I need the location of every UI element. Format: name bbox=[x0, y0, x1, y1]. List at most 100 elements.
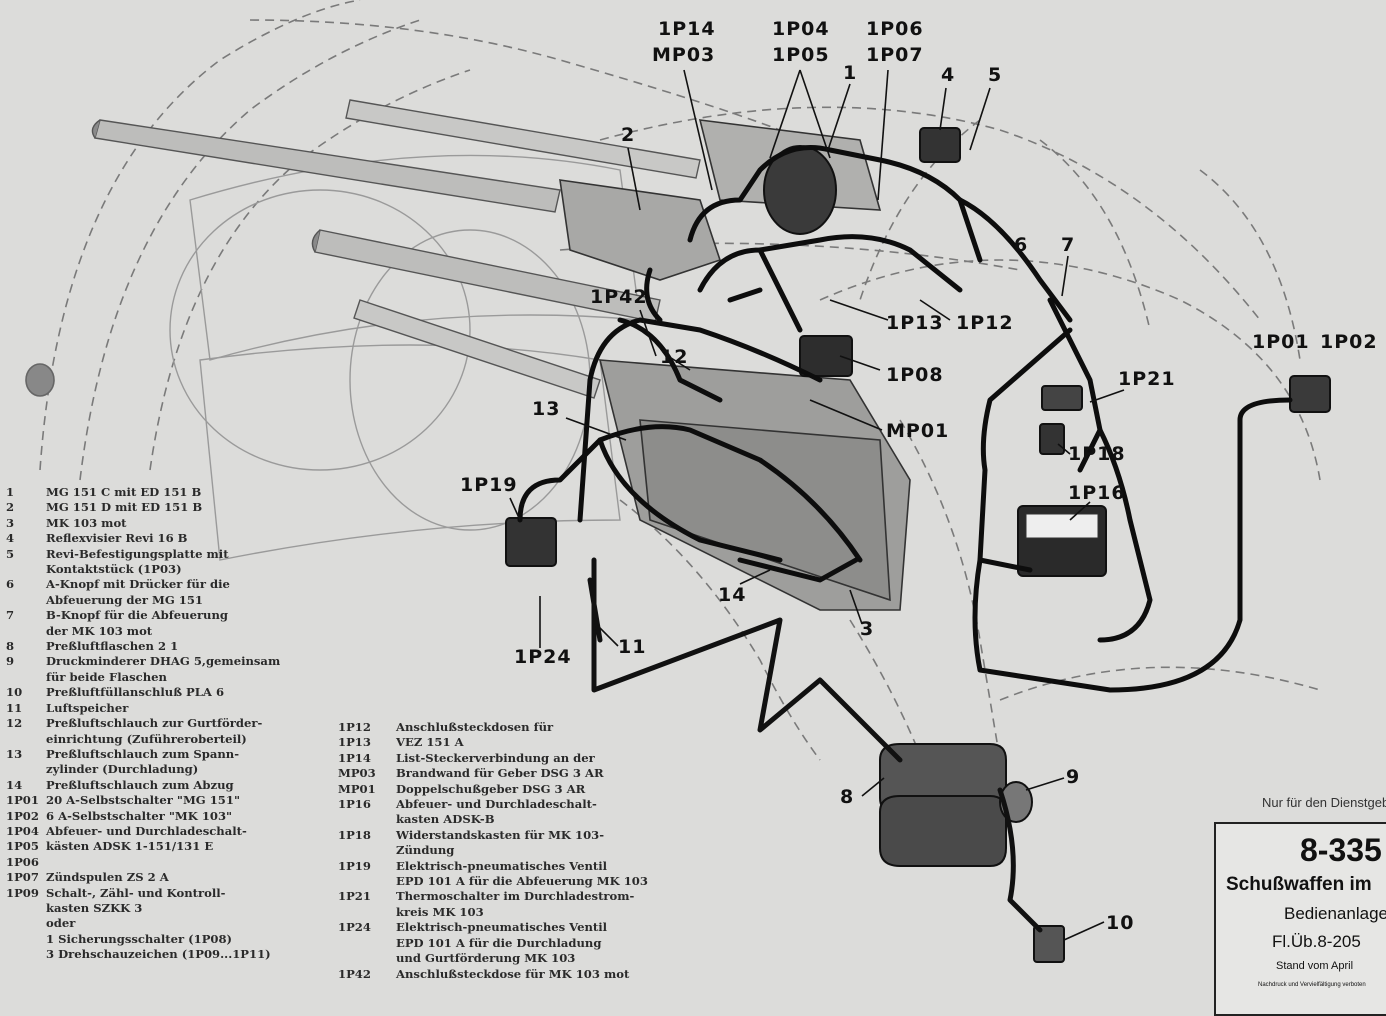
legend-number: 1P04 bbox=[6, 823, 39, 838]
callout-6: 6 bbox=[1014, 234, 1029, 256]
callout-1p05: 1P05 bbox=[772, 44, 830, 66]
legend-number: 6 bbox=[6, 577, 15, 592]
legend-number: 1P19 bbox=[338, 858, 371, 873]
legend-text: Abfeuer- und Durchladeschalt- bbox=[46, 823, 247, 838]
legend-row: Zündung bbox=[338, 843, 718, 858]
legend-row: kreis MK 103 bbox=[338, 905, 718, 920]
legend-text: Revi-Befestigungsplatte mit bbox=[46, 546, 229, 561]
callout-2: 2 bbox=[621, 124, 636, 146]
callout-1p08: 1P08 bbox=[886, 364, 944, 386]
legend-number: 7 bbox=[6, 608, 15, 623]
legend-text: Elektrisch-pneumatisches Ventil bbox=[396, 920, 608, 935]
legend-number bbox=[6, 762, 46, 777]
legend-text: MK 103 mot bbox=[46, 515, 127, 530]
legend-text: Abfeuerung der MG 151 bbox=[46, 592, 203, 607]
callout-1p06: 1P06 bbox=[866, 18, 924, 40]
legend-text: Luftspeicher bbox=[46, 700, 129, 715]
callout-mp01: MP01 bbox=[886, 420, 950, 442]
legend-number bbox=[338, 951, 396, 966]
legend-text: Widerstandskasten für MK 103- bbox=[396, 827, 605, 842]
legend-number: 9 bbox=[6, 654, 15, 669]
air-bottles bbox=[879, 743, 1033, 867]
legend-text: Anschlußsteckdosen für bbox=[396, 720, 554, 734]
legend-text: VEZ 151 A bbox=[396, 735, 464, 750]
legend-text: 6 A-Selbstschalter "MK 103" bbox=[46, 808, 233, 823]
legend-number: 5 bbox=[6, 546, 15, 561]
drawing-title: Schußwaffen im bbox=[1226, 874, 1372, 895]
wiring-harness bbox=[517, 145, 1293, 693]
callout-14: 14 bbox=[718, 584, 747, 606]
gun-bodies bbox=[25, 119, 911, 611]
legend-row: für beide Flaschen bbox=[6, 670, 326, 685]
legend-row: Kontaktstück (1P03) bbox=[6, 562, 326, 577]
legend-number: 1P24 bbox=[338, 920, 371, 935]
legend-text: Elektrisch-pneumatisches Ventil bbox=[396, 858, 608, 873]
legend-number: 10 bbox=[6, 685, 23, 700]
legend-row: und Gurtförderung MK 103 bbox=[338, 951, 718, 966]
legend-number bbox=[338, 812, 396, 827]
wiring-diagram bbox=[25, 0, 1331, 963]
legend-text: zylinder (Durchladung) bbox=[46, 762, 199, 777]
legend-number: 12 bbox=[6, 716, 23, 731]
legend-number: 1P14 bbox=[338, 750, 371, 765]
legend-text: kästen ADSK 1-151/131 E bbox=[46, 839, 214, 854]
legend-number bbox=[6, 732, 46, 747]
callout-1p21: 1P21 bbox=[1118, 368, 1176, 390]
leader-lines bbox=[509, 69, 1125, 941]
legend-text: MG 151 C mit ED 151 B bbox=[46, 485, 202, 499]
legend-text: Reflexvisier Revi 16 B bbox=[46, 531, 188, 546]
legend-row: Abfeuerung der MG 151 bbox=[6, 593, 326, 608]
legend-number: MP01 bbox=[338, 781, 376, 796]
legend-text: kasten SZKK 3 bbox=[46, 900, 143, 915]
callout-1p42: 1P42 bbox=[590, 286, 648, 308]
legend-number: 14 bbox=[6, 777, 23, 792]
revision-date: Stand vom April bbox=[1276, 960, 1354, 972]
callout-9: 9 bbox=[1066, 766, 1081, 788]
legend-number: 13 bbox=[6, 746, 23, 761]
legend-row: EPD 101 A für die Durchladung bbox=[338, 936, 718, 951]
legend-number: 3 bbox=[6, 515, 15, 530]
drawing-number: 8-335 bbox=[1300, 832, 1382, 868]
legend-text: 20 A-Selbstschalter "MG 151" bbox=[46, 793, 240, 808]
legend-text: Preßluftschlauch zum Abzug bbox=[46, 777, 234, 792]
legend-number: 1P13 bbox=[338, 735, 371, 750]
callout-1: 1 bbox=[843, 62, 858, 84]
fine-print: Nachdruck und Vervielfältigung verboten bbox=[1258, 982, 1366, 988]
legend-number bbox=[6, 670, 46, 685]
legend-text: A-Knopf mit Drücker für die bbox=[46, 577, 230, 592]
legend-number bbox=[6, 901, 46, 916]
legend-number: 1P16 bbox=[338, 797, 371, 812]
legend-text: Zündung bbox=[396, 843, 455, 858]
callout-11: 11 bbox=[618, 636, 647, 658]
legend-text: EPD 101 A für die Abfeuerung MK 103 bbox=[396, 874, 648, 889]
legend-text: oder bbox=[46, 916, 76, 931]
callout-8: 8 bbox=[840, 786, 855, 808]
callout-3: 3 bbox=[860, 618, 875, 640]
callout-1p19: 1P19 bbox=[460, 474, 518, 496]
callout-1p12: 1P12 bbox=[956, 312, 1014, 334]
legend-text: für beide Flaschen bbox=[46, 669, 167, 684]
legend-text: Anschlußsteckdose für MK 103 mot bbox=[396, 966, 630, 981]
legend-number bbox=[338, 843, 396, 858]
legend-number bbox=[6, 593, 46, 608]
legend-text: Druckminderer DHAG 5,gemeinsam bbox=[46, 654, 281, 669]
document-code: Fl.Üb.8-205 bbox=[1272, 932, 1361, 951]
callout-mp03: MP03 bbox=[652, 44, 716, 66]
legend-text: Kontaktstück (1P03) bbox=[46, 562, 182, 577]
legend-number: 1P06 bbox=[6, 854, 39, 869]
